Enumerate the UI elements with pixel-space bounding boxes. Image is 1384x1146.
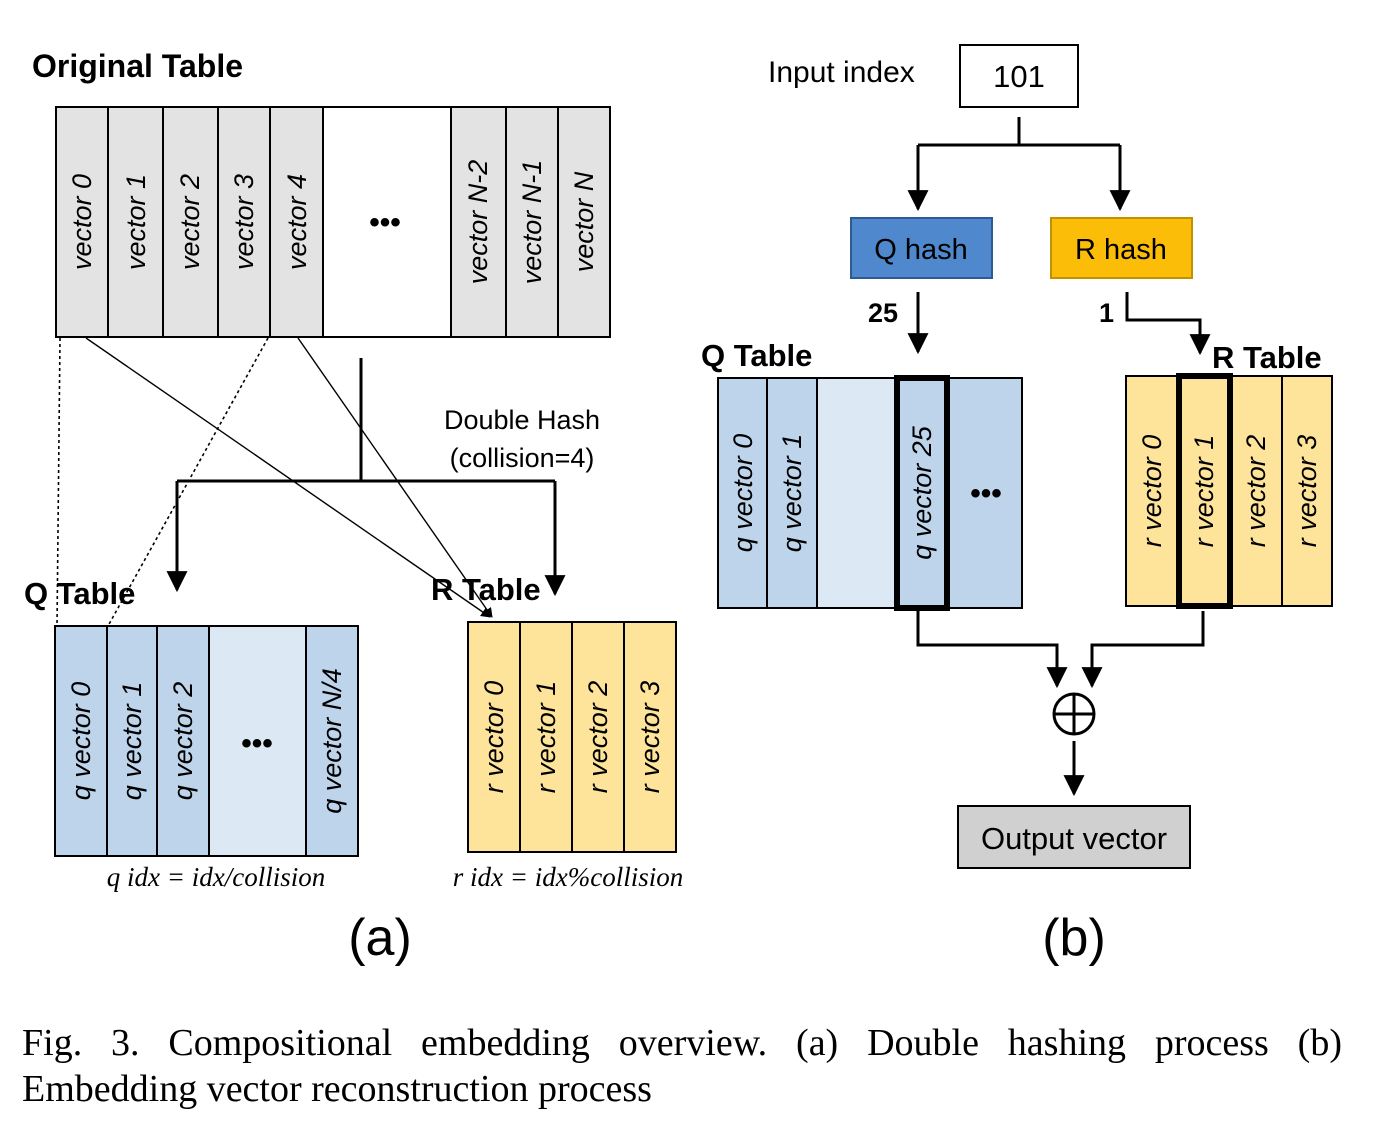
original-ellipsis: ••• xyxy=(369,206,401,239)
figure-caption: Fig. 3. Compositional embedding overview… xyxy=(22,1022,1342,1110)
original-cell-label: vector 1 xyxy=(121,174,151,270)
vector-sum-icon xyxy=(1052,692,1096,736)
output-vector-label: Output vector xyxy=(981,821,1167,856)
input-split-connector xyxy=(907,117,1131,212)
q-hash-label: Q hash xyxy=(874,234,968,266)
q-index-formula: q idx = idx/collision xyxy=(107,862,325,892)
double-hash-connector xyxy=(166,358,566,597)
r-cell-label: r vector 2 xyxy=(583,681,613,794)
r-hash-label: R hash xyxy=(1075,234,1167,266)
qb-cell-1 xyxy=(766,377,818,609)
q-hash-box xyxy=(850,217,993,279)
r-cell-1 xyxy=(519,621,573,853)
r-cell-2 xyxy=(571,621,625,853)
output-vector-box xyxy=(957,805,1191,869)
mapping-lines xyxy=(56,337,493,627)
r-table-b-title: R Table xyxy=(1212,340,1322,375)
r-cell-label: r vector 3 xyxy=(635,681,665,794)
original-table-title: Original Table xyxy=(32,48,243,84)
input-index-value: 101 xyxy=(993,59,1045,94)
original-cell-label: vector 2 xyxy=(175,174,205,270)
input-index-label: Input index xyxy=(768,56,915,89)
rb-cell-3 xyxy=(1281,375,1333,607)
rb-cell-label: r vector 0 xyxy=(1137,435,1167,548)
q-table-b: q vector 0 q vector 1 q vector 25 ••• xyxy=(717,375,1023,611)
r-table-b: r vector 0 r vector 1 r vector 2 r vecto… xyxy=(1125,373,1333,609)
double-hash-label: Double Hash xyxy=(444,405,600,435)
rb-cell-1 xyxy=(1178,375,1231,607)
r-index-formula: r idx = idx%collision xyxy=(453,862,683,892)
r-hash-arrow xyxy=(1125,292,1211,356)
original-cell-0 xyxy=(55,106,109,338)
panel-a: Original Table vector 0 vector 1 vector … xyxy=(24,48,683,967)
q-table-b-title: Q Table xyxy=(701,338,812,373)
qb-cell-label: q vector 25 xyxy=(907,425,937,560)
original-cell-label: vector N xyxy=(569,171,599,272)
q-table-title: Q Table xyxy=(24,576,135,611)
original-cell-n-1 xyxy=(505,106,559,338)
qb-cell-label: q vector 0 xyxy=(728,434,758,553)
collision-label: (collision=4) xyxy=(450,443,595,473)
rb-cell-2 xyxy=(1229,375,1283,607)
original-cell-ellipsis xyxy=(322,106,452,338)
qb-cell-25 xyxy=(896,377,948,609)
rb-cell-label: r vector 3 xyxy=(1292,435,1322,548)
original-cell-label: vector 0 xyxy=(67,174,97,270)
original-cell-4 xyxy=(269,106,324,338)
qb-cell-0 xyxy=(717,377,768,609)
q-cell-last xyxy=(305,625,359,857)
input-index-box xyxy=(959,44,1079,108)
rb-cell-0 xyxy=(1125,375,1180,607)
q-cell-label: q vector N/4 xyxy=(317,668,347,814)
rb-selected-highlight xyxy=(1176,373,1233,609)
q-cell-2 xyxy=(156,625,210,857)
qb-ellipsis: ••• xyxy=(970,477,1002,510)
rb-cell-label: r vector 2 xyxy=(1241,435,1271,548)
q-cell-1 xyxy=(106,625,158,857)
panel-b-label: (b) xyxy=(1042,909,1106,967)
r-hash-output: 1 xyxy=(1099,298,1114,328)
q-cell-label: q vector 0 xyxy=(66,682,96,801)
r-cell-3 xyxy=(623,621,677,853)
q-cell-label: q vector 2 xyxy=(168,682,198,801)
combine-connectors xyxy=(916,611,1205,797)
original-cell-label: vector N-2 xyxy=(463,160,493,285)
q-cell-label: q vector 1 xyxy=(117,682,147,801)
q-ellipsis: ••• xyxy=(241,727,273,760)
qb-cell-ellipsis xyxy=(946,377,1023,609)
r-cell-label: r vector 0 xyxy=(479,681,509,794)
r-table: r vector 0 r vector 1 r vector 2 r vecto… xyxy=(467,621,677,853)
original-table: vector 0 vector 1 vector 2 vector 3 vect… xyxy=(55,106,611,338)
panel-b: Input index 101 Q hash R hash 25 1 Q Tab… xyxy=(701,44,1333,967)
original-cell-label: vector 4 xyxy=(282,174,312,270)
original-cell-1 xyxy=(107,106,164,338)
original-cell-2 xyxy=(162,106,219,338)
qb-selected-highlight xyxy=(894,375,950,611)
qb-cell-gap xyxy=(816,377,898,609)
r-cell-label: r vector 1 xyxy=(531,681,561,794)
original-cell-label: vector N-1 xyxy=(517,160,547,285)
panel-a-label: (a) xyxy=(348,909,412,967)
qb-cell-label: q vector 1 xyxy=(777,434,807,553)
r-table-title: R Table xyxy=(431,572,541,607)
original-cell-n xyxy=(557,106,611,338)
q-hash-output: 25 xyxy=(868,298,898,328)
rb-cell-label: r vector 1 xyxy=(1189,435,1219,548)
q-cell-0 xyxy=(54,625,108,857)
r-hash-box xyxy=(1050,217,1193,279)
original-cell-label: vector 3 xyxy=(229,174,259,270)
q-cell-ellipsis xyxy=(208,625,307,857)
r-cell-0 xyxy=(467,621,521,853)
q-table: q vector 0 q vector 1 q vector 2 ••• q v… xyxy=(54,625,359,857)
original-cell-n-2 xyxy=(450,106,507,338)
